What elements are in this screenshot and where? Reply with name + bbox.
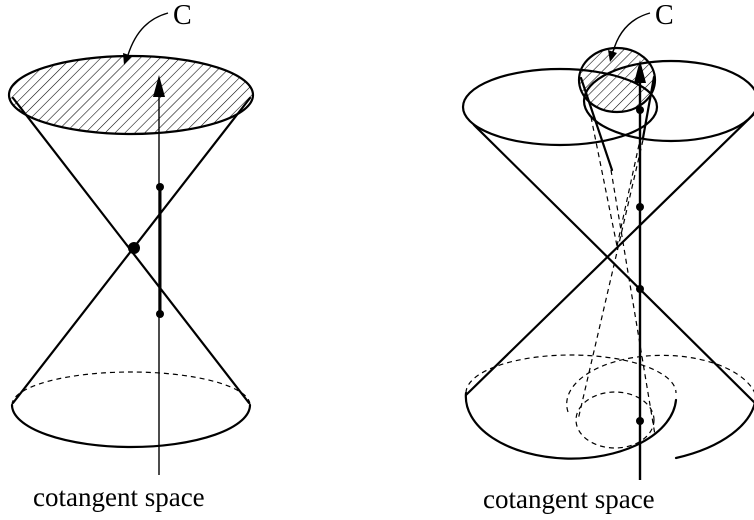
right-cone-edge-1 — [472, 123, 754, 404]
right-inner-dash-b — [616, 139, 641, 247]
left-bottom-ellipse-back — [11, 371, 251, 406]
right-bottom-ellipse-b-back — [566, 354, 754, 413]
right-point-3 — [636, 285, 644, 293]
left-bottom-ellipse-front — [10, 403, 252, 449]
right-c-pointer — [612, 12, 651, 53]
left-region-label: C — [173, 0, 192, 31]
right-cone-edge-4 — [641, 75, 656, 140]
left-vertex-point — [128, 242, 140, 254]
right-point-4 — [636, 417, 644, 425]
left-caption: cotangent space — [33, 482, 205, 512]
right-point-2 — [636, 203, 644, 211]
right-top-ellipse-b — [582, 59, 754, 143]
left-panel: C cotangent space — [7, 0, 255, 512]
right-panel: C cotangent space — [461, 0, 754, 514]
right-cone-edge-2 — [464, 112, 754, 397]
right-bottom-ellipse-a-back — [465, 354, 677, 394]
right-inner-cone-1 — [610, 169, 656, 436]
right-bottom-ellipse-a-front — [464, 391, 678, 460]
right-point-1 — [636, 106, 644, 114]
left-c-pointer-head — [123, 53, 132, 65]
right-region-label: C — [655, 0, 674, 31]
left-point-upper — [156, 183, 164, 191]
right-shaded-region — [577, 46, 657, 114]
right-top-ellipse-a — [461, 67, 659, 147]
right-inner-cone-2 — [577, 139, 644, 421]
right-bottom-small-ellipse — [575, 391, 655, 449]
right-arrow-head — [634, 60, 646, 83]
left-c-pointer — [127, 12, 169, 56]
right-inner-dash-a — [590, 116, 618, 247]
left-top-ellipse — [7, 54, 255, 136]
right-bottom-ellipse-b-front — [674, 401, 754, 460]
left-arrow-head — [153, 75, 165, 97]
right-cone-edge-3 — [579, 76, 614, 172]
right-caption: cotangent space — [483, 484, 655, 514]
left-point-lower — [156, 310, 164, 318]
right-c-pointer-head — [608, 50, 617, 62]
